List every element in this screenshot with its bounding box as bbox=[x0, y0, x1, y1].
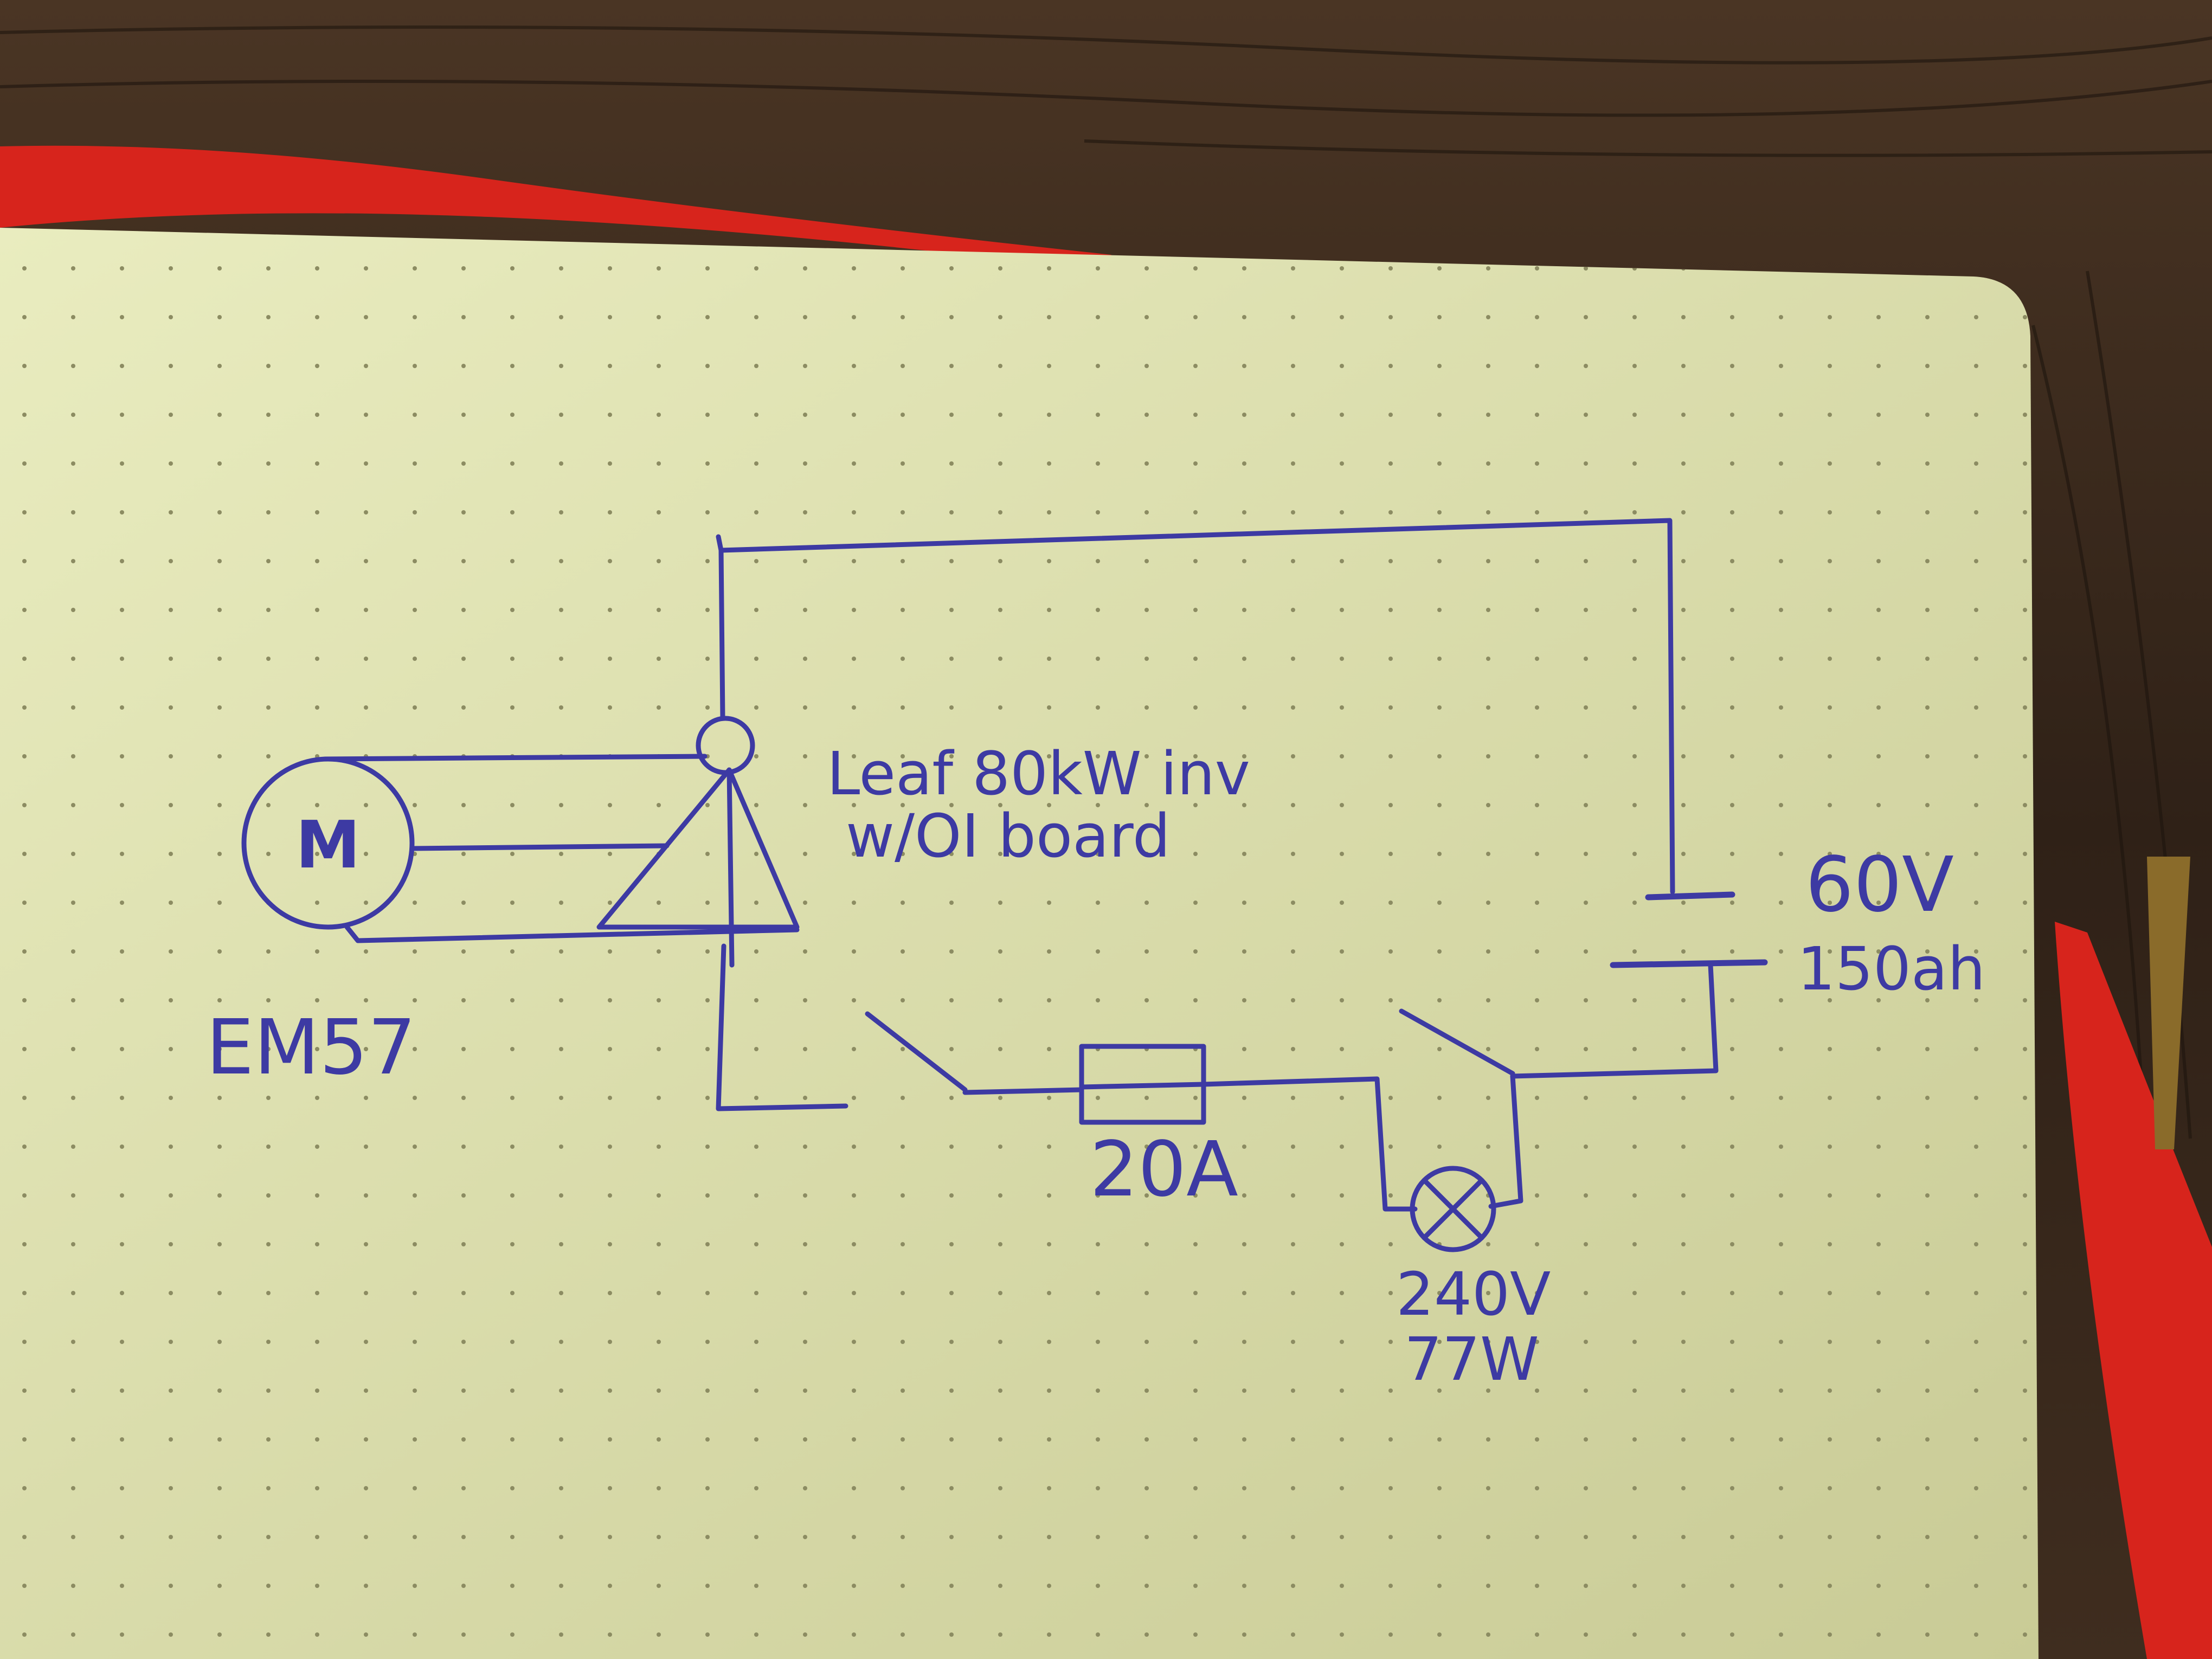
inverter-symbol bbox=[596, 767, 800, 930]
battery-capacity-label: 150ah bbox=[1797, 934, 1985, 1004]
elastic-band-right bbox=[2055, 922, 2212, 1659]
battery-plate-short bbox=[1610, 959, 1768, 968]
switch-contact-left bbox=[865, 1011, 968, 1092]
lamp-cross bbox=[1422, 1178, 1484, 1240]
wire-fuse-to-lamp bbox=[1201, 1076, 1418, 1212]
wire-top-positive bbox=[716, 518, 1675, 895]
wire-to-fuse bbox=[962, 1087, 1084, 1095]
battery-voltage-label: 60V bbox=[1805, 841, 1954, 929]
wood-grain-lines bbox=[0, 25, 2212, 1139]
phase-wire-w bbox=[344, 924, 800, 943]
battery-plate-long bbox=[1645, 891, 1735, 901]
diagram-labels: EM57 Leaf 80kW inv w/OI board 60V 150ah … bbox=[206, 739, 1985, 1394]
phase-wire-v bbox=[409, 843, 670, 851]
fuse-element bbox=[1079, 1082, 1206, 1090]
lamp-power-label: 77W bbox=[1404, 1324, 1539, 1394]
fuse-rating-label: 20A bbox=[1090, 1126, 1238, 1214]
lamp-voltage-label: 240V bbox=[1396, 1259, 1551, 1329]
wire-inverter-negative bbox=[716, 943, 848, 1111]
dot-grid bbox=[0, 228, 2039, 1659]
wire-battery-negative bbox=[1510, 962, 1719, 1079]
phase-wire-u bbox=[323, 754, 708, 762]
inverter-center-line bbox=[726, 767, 735, 968]
inverter-label-line2: w/OI board bbox=[846, 801, 1171, 871]
wire-lamp-bypass bbox=[1488, 1073, 1523, 1209]
motor-model-label: EM57 bbox=[206, 1004, 416, 1092]
wire-to-inverter-dc bbox=[718, 548, 725, 721]
switch-contact-right bbox=[1399, 1008, 1515, 1076]
ribbon-bookmark-top bbox=[0, 145, 1111, 271]
lamp-symbol bbox=[1410, 1166, 1496, 1252]
circuit-drawing: M bbox=[241, 518, 1768, 1252]
inverter-label-line1: Leaf 80kW inv bbox=[827, 739, 1250, 808]
pen bbox=[2147, 857, 2190, 1149]
motor-letter: M bbox=[295, 808, 360, 883]
